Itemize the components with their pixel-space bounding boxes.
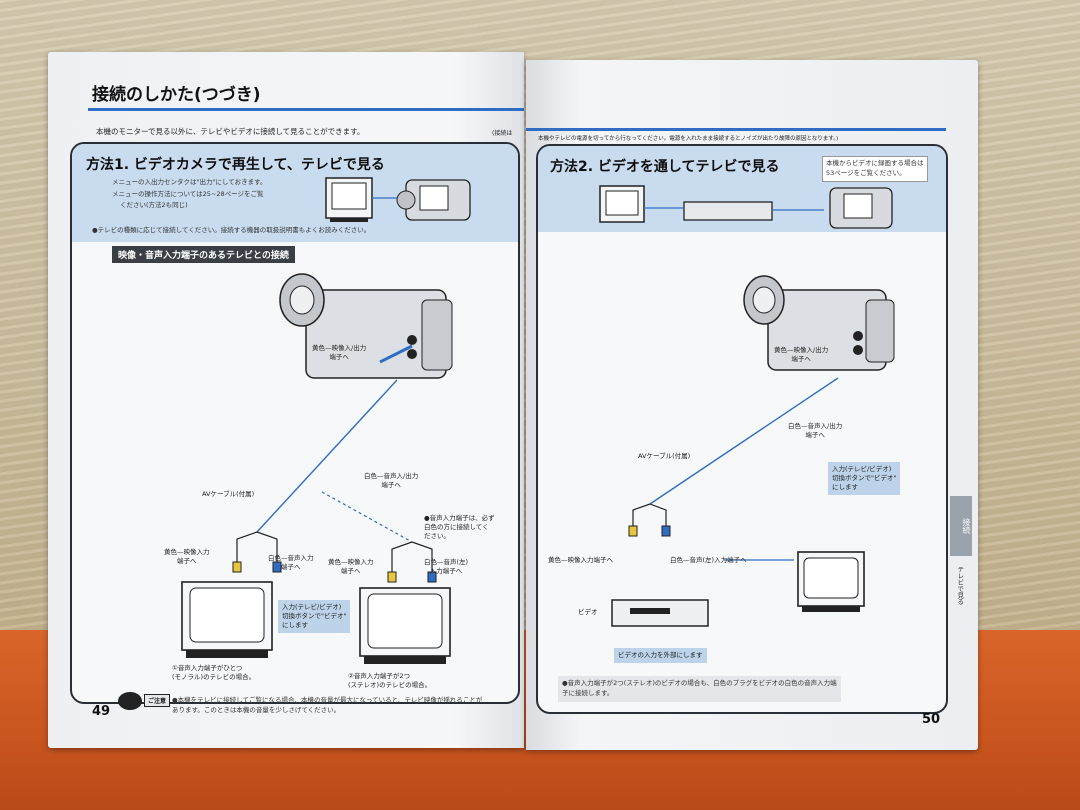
section-label: 映像・音声入力端子のあるテレビとの接続: [112, 246, 295, 263]
label-yellow-io: 黄色—映像入/出力 端子へ: [312, 344, 367, 362]
right-page: 本機やテレビの電源を切ってから行なってください。電源を入れたまま接続するとノイズ…: [526, 60, 978, 750]
page-number-left: 49: [92, 704, 111, 719]
left-page: 接続のしかた(つづき) 本機のモニターで見る以外に、テレビやビデオに接続して見る…: [48, 52, 524, 748]
intro-text-right: 本機やテレビの電源を切ってから行なってください。電源を入れたまま接続するとノイズ…: [538, 136, 839, 142]
bullet-stereo-video: ●音声入力端子が2つ(ステレオ)のビデオの場合も、白色のプラグをビデオの白色の音…: [558, 676, 841, 702]
tv-mono: [181, 581, 273, 658]
method2-frame: 方法2. ビデオを通してテレビで見る 本機からビデオに録画する場合は 53ページ…: [536, 144, 948, 714]
method2-title: 方法2. ビデオを通してテレビで見る: [550, 159, 780, 175]
camcorder-illustration-right: [743, 275, 895, 371]
method1-note1: メニューの入出力センタクは"出力"にしておきます。: [112, 178, 267, 186]
method1-frame: 方法1. ビデオカメラで再生して、テレビで見る メニューの入出力センタクは"出力…: [70, 142, 520, 704]
label-video: ビデオ: [578, 608, 598, 616]
method1-note2: メニューの操作方法については25~28ページをご覧: [112, 190, 264, 198]
vcr-illustration: [611, 599, 709, 627]
label-yellow-in-b: 黄色—映像入力 端子へ: [328, 558, 374, 576]
title-rule-right: [526, 128, 946, 131]
tv-stereo: [359, 587, 451, 664]
intro-text-cont: (接続は: [492, 130, 513, 137]
label-yellow-in-a: 黄色—映像入力 端子へ: [164, 548, 210, 566]
caution-text: ●本機をテレビに接続してご覧になる場合、本機の音量が最大になっていると、テレビ映…: [172, 696, 483, 714]
bullet-audio-white: ●音声入力端子は、必ず 白色の方に接続してく ださい。: [424, 514, 495, 541]
caution-mascot-icon: [118, 692, 142, 710]
method1-note3: ください(方法2も同じ): [120, 201, 188, 209]
label-yellow-in-right: 黄色—映像入力端子へ: [548, 556, 613, 564]
method2-note: 本機からビデオに録画する場合は 53ページをご覧ください。: [822, 156, 928, 182]
label-white-io: 白色—音声入/出力 端子へ: [364, 472, 419, 490]
page-title: 接続のしかた(つづき): [92, 85, 261, 105]
side-tab-sub: テレビで見る: [955, 566, 964, 605]
method1-title: 方法1. ビデオカメラで再生して、テレビで見る: [86, 157, 385, 173]
note-input-switch: 入力(テレビ/ビデオ) 切換ボタンで"ビデオ" にします: [278, 600, 351, 634]
tv-and-camera-thumbnail: [325, 177, 471, 222]
label-white-in-right: 白色—音声(左)入力端子へ: [670, 556, 747, 564]
caption-stereo: ②音声入力端子が2つ (ステレオ)のテレビの場合。: [348, 672, 432, 690]
side-tab: 接続: [950, 496, 972, 556]
note-video-input: ビデオの入力を外部にします: [614, 648, 707, 664]
title-rule: [88, 108, 524, 111]
camcorder-illustration: [279, 273, 453, 379]
label-av-cable-right: AVケーブル(付属): [638, 452, 691, 460]
bullet-tv-type: ●テレビの種類に応じて接続してください。接続する機器の取扱説明書もよくお読みくだ…: [92, 226, 371, 234]
page-number-right: 50: [922, 712, 941, 727]
intro-text: 本機のモニターで見る以外に、テレビやビデオに接続して見ることができます。: [96, 127, 365, 136]
label-yellow-io-right: 黄色—映像入/出力 端子へ: [774, 346, 829, 364]
note-input-switch-right: 入力(テレビ/ビデオ) 切換ボタンで"ビデオ" にします: [828, 462, 901, 496]
tv-right: [797, 551, 865, 612]
cable-lines: [232, 379, 437, 583]
tv-vcr-camera-thumbnail: [599, 185, 893, 229]
cable-lines-right: [628, 377, 839, 561]
label-white-io-right: 白色—音声入/出力 端子へ: [788, 422, 843, 440]
open-manual: 接続のしかた(つづき) 本機のモニターで見る以外に、テレビやビデオに接続して見る…: [48, 48, 978, 756]
label-white-in-b: 白色—音声(左) 入力端子へ: [424, 558, 469, 576]
label-av-cable: AVケーブル(付属): [202, 490, 255, 498]
label-white-in-a: 白色—音声入力 端子へ: [268, 554, 314, 572]
caption-mono: ①音声入力端子がひとつ (モノラル)のテレビの場合。: [172, 664, 256, 682]
caution-label: ご注意: [144, 694, 171, 707]
